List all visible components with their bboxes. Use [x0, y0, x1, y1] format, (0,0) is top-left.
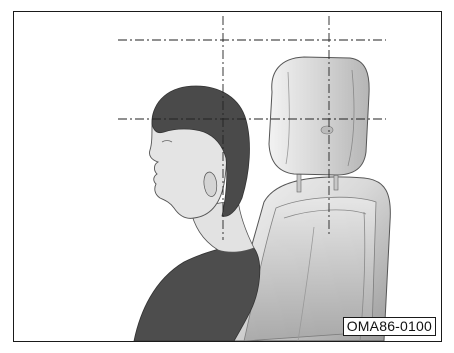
figure-code-label: OMA86-0100 [343, 317, 436, 336]
headrest-illustration [14, 12, 441, 341]
person-head [149, 86, 249, 218]
person-body [134, 244, 260, 341]
headrest [269, 57, 369, 175]
headrest-diagram: OMA86-0100 [13, 11, 442, 342]
